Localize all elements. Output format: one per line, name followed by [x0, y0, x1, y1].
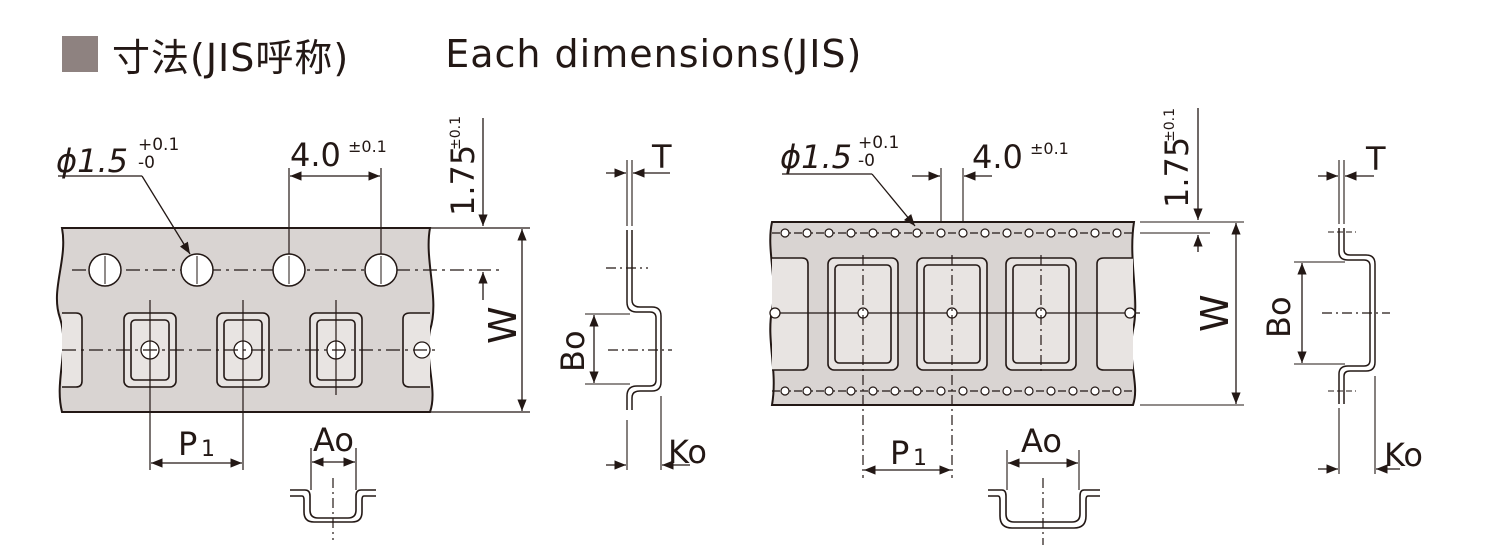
pitch-label-right: 4.0 [972, 138, 1023, 176]
ao-label-right: Ao [1021, 422, 1062, 460]
bo-label-left: Bo [554, 330, 592, 372]
edge-label: 1.75 [444, 145, 482, 216]
p-label: P [178, 425, 197, 463]
sprocket-row-top [772, 228, 1134, 238]
profile-right: T Bo Ko [1260, 140, 1423, 474]
p-sub-label-right: 1 [913, 446, 927, 471]
w-label-right: W [1193, 294, 1237, 332]
hole-tol-plus-label: +0.1 [138, 135, 179, 155]
hole-crosshairs-left [104, 256, 382, 284]
edge-tol-label-right: ±0.1 [1162, 108, 1178, 142]
hole-dia-label: ϕ1.5 [56, 142, 128, 180]
ko-label-left: Ko [668, 433, 707, 471]
title-english: Each dimensions(JIS) [445, 32, 863, 76]
sprocket-row-bottom [772, 386, 1134, 396]
pitch-tol-label: ±0.1 [348, 137, 387, 156]
ko-label-right: Ko [1384, 436, 1423, 474]
w-label: W [481, 306, 525, 344]
pitch-label: 4.0 [290, 136, 341, 174]
hole-tol-minus-label: -0 [138, 153, 155, 173]
edge-label-right: 1.75 [1158, 137, 1196, 208]
bo-label-right: Bo [1260, 296, 1298, 338]
hole-dia-label-right: ϕ1.5 [780, 138, 852, 176]
profile-left: T Bo Ko [554, 138, 707, 471]
p-sub-label: 1 [201, 437, 215, 462]
section-header: 寸法(JIS呼称) Each dimensions(JIS) [62, 22, 862, 86]
hole-tol-plus-label-right: +0.1 [858, 133, 899, 153]
title-japanese: 寸法(JIS呼称) [112, 35, 350, 80]
ao-label: Ao [313, 421, 354, 459]
tape-left: ϕ1.5 +0.1 -0 4.0 ±0.1 1.75 ±0.1 W P 1 Ao [55, 116, 530, 540]
pitch-tol-label-right: ±0.1 [1030, 139, 1069, 158]
ao-section-right [988, 489, 1100, 523]
t-label-right: T [1365, 140, 1386, 178]
hole-tol-minus-label-right: -0 [858, 151, 875, 171]
header-square-icon [62, 36, 98, 72]
edge-tol-label: ±0.1 [448, 116, 464, 150]
tape-right: ϕ1.5 +0.1 -0 4.0 ±0.1 1.75 ±0.1 W P 1 Ao [769, 108, 1244, 545]
p-label-right: P [890, 434, 909, 472]
t-label-left: T [651, 138, 672, 176]
